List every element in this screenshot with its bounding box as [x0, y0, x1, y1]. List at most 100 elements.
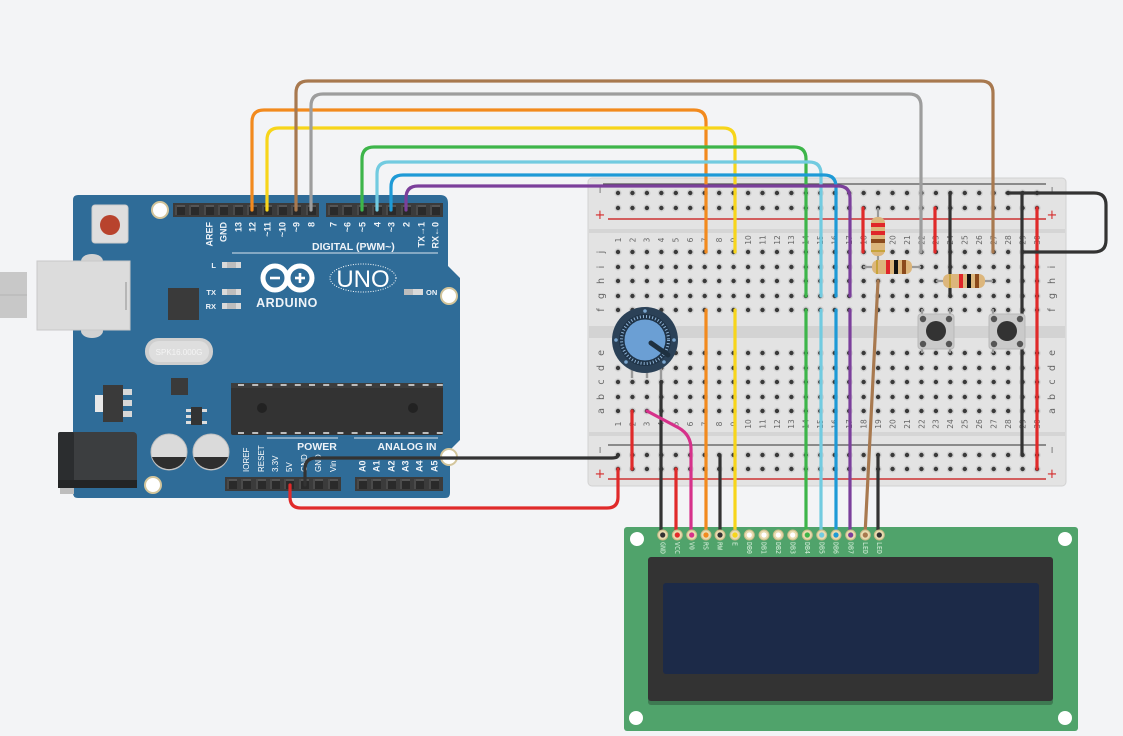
- breadboard-hole[interactable]: [614, 407, 622, 415]
- breadboard-hole[interactable]: [1004, 263, 1012, 271]
- breadboard-hole[interactable]: [730, 263, 738, 271]
- breadboard-hole[interactable]: [773, 393, 781, 401]
- breadboard-hole[interactable]: [961, 407, 969, 415]
- reset-button-cap[interactable]: [100, 215, 120, 235]
- breadboard-hole[interactable]: [961, 451, 969, 459]
- breadboard-hole[interactable]: [744, 277, 752, 285]
- header-pin[interactable]: [313, 479, 323, 489]
- lcd-pin-db6[interactable]: [830, 529, 842, 541]
- breadboard-hole[interactable]: [657, 248, 665, 256]
- breadboard-hole[interactable]: [614, 364, 622, 372]
- breadboard-hole[interactable]: [672, 248, 680, 256]
- breadboard-hole[interactable]: [672, 277, 680, 285]
- breadboard-hole[interactable]: [672, 263, 680, 271]
- wire-d8-to-j22[interactable]: [309, 92, 923, 254]
- header-pin[interactable]: [189, 205, 199, 215]
- header-pin[interactable]: [270, 479, 280, 489]
- breadboard-hole[interactable]: [888, 277, 897, 285]
- wire-resistor-to-lcd-led-a[interactable]: [863, 279, 880, 537]
- header-pin[interactable]: [328, 479, 338, 489]
- usb-port[interactable]: [36, 254, 131, 338]
- breadboard-hole[interactable]: [614, 248, 622, 256]
- wire-d11-to-j9[interactable]: [265, 126, 737, 254]
- breadboard-hole[interactable]: [961, 248, 969, 256]
- breadboard-hole[interactable]: [1004, 393, 1012, 401]
- breadboard-hole[interactable]: [1004, 204, 1012, 212]
- breadboard-hole[interactable]: [903, 292, 911, 300]
- breadboard-hole[interactable]: [686, 189, 694, 197]
- header-pin[interactable]: [204, 205, 214, 215]
- arduino-uno[interactable]: SPK16.000G L: [0, 195, 460, 498]
- header-pin[interactable]: [175, 205, 185, 215]
- breadboard-hole[interactable]: [787, 306, 796, 314]
- breadboard-hole[interactable]: [628, 204, 637, 212]
- pushbutton-cap[interactable]: [997, 321, 1017, 341]
- lcd-pin-db7[interactable]: [845, 529, 857, 541]
- breadboard-hole[interactable]: [715, 378, 723, 386]
- breadboard-hole[interactable]: [686, 204, 694, 212]
- breadboard-hole[interactable]: [975, 465, 983, 473]
- breadboard-hole[interactable]: [874, 393, 882, 401]
- lcd-pin-led[interactable]: [873, 529, 885, 541]
- breadboard-hole[interactable]: [614, 189, 622, 197]
- header-pin[interactable]: [414, 479, 424, 489]
- wire-d3-to-g16[interactable]: [389, 173, 838, 298]
- breadboard-hole[interactable]: [744, 306, 752, 314]
- breadboard-hole[interactable]: [1004, 292, 1012, 300]
- breadboard-hole[interactable]: [787, 248, 796, 256]
- breadboard-hole[interactable]: [990, 364, 998, 372]
- breadboard-hole[interactable]: [628, 277, 637, 285]
- breadboard-hole[interactable]: [975, 364, 983, 372]
- breadboard-hole[interactable]: [787, 393, 796, 401]
- breadboard-hole[interactable]: [614, 204, 622, 212]
- breadboard-hole[interactable]: [903, 407, 911, 415]
- breadboard-hole[interactable]: [672, 364, 680, 372]
- breadboard-hole[interactable]: [672, 292, 680, 300]
- breadboard-hole[interactable]: [643, 263, 651, 271]
- breadboard-hole[interactable]: [701, 292, 709, 300]
- breadboard-hole[interactable]: [787, 465, 796, 473]
- breadboard-hole[interactable]: [860, 292, 868, 300]
- breadboard-hole[interactable]: [744, 292, 752, 300]
- breadboard-hole[interactable]: [628, 189, 637, 197]
- breadboard-hole[interactable]: [628, 292, 637, 300]
- breadboard-hole[interactable]: [975, 263, 983, 271]
- breadboard-hole[interactable]: [744, 407, 752, 415]
- wire-d5-to-g14[interactable]: [360, 145, 808, 298]
- breadboard-hole[interactable]: [961, 364, 969, 372]
- breadboard-hole[interactable]: [787, 189, 796, 197]
- breadboard-hole[interactable]: [888, 306, 897, 314]
- header-pin[interactable]: [430, 205, 440, 215]
- breadboard-hole[interactable]: [975, 349, 983, 357]
- breadboard-hole[interactable]: [917, 292, 926, 300]
- breadboard-hole[interactable]: [888, 378, 897, 386]
- breadboard-hole[interactable]: [888, 349, 897, 357]
- breadboard-hole[interactable]: [946, 393, 954, 401]
- breadboard-hole[interactable]: [975, 248, 983, 256]
- breadboard-hole[interactable]: [758, 364, 767, 372]
- breadboard-hole[interactable]: [614, 292, 622, 300]
- breadboard-hole[interactable]: [643, 393, 651, 401]
- breadboard-hole[interactable]: [932, 451, 940, 459]
- breadboard-hole[interactable]: [975, 378, 983, 386]
- breadboard-hole[interactable]: [672, 189, 680, 197]
- breadboard-hole[interactable]: [773, 248, 781, 256]
- breadboard-hole[interactable]: [773, 407, 781, 415]
- breadboard-hole[interactable]: [961, 465, 969, 473]
- breadboard-hole[interactable]: [917, 407, 926, 415]
- breadboard-hole[interactable]: [701, 277, 709, 285]
- pushbutton-cap[interactable]: [926, 321, 946, 341]
- breadboard-hole[interactable]: [643, 451, 651, 459]
- breadboard-hole[interactable]: [773, 349, 781, 357]
- header-pin[interactable]: [241, 479, 251, 489]
- breadboard-hole[interactable]: [975, 204, 983, 212]
- breadboard-hole[interactable]: [888, 451, 897, 459]
- breadboard-hole[interactable]: [672, 204, 680, 212]
- breadboard-hole[interactable]: [1004, 277, 1012, 285]
- breadboard-hole[interactable]: [860, 277, 868, 285]
- breadboard-hole[interactable]: [1019, 465, 1027, 473]
- breadboard-hole[interactable]: [773, 465, 781, 473]
- breadboard-hole[interactable]: [990, 393, 998, 401]
- header-pin[interactable]: [429, 479, 439, 489]
